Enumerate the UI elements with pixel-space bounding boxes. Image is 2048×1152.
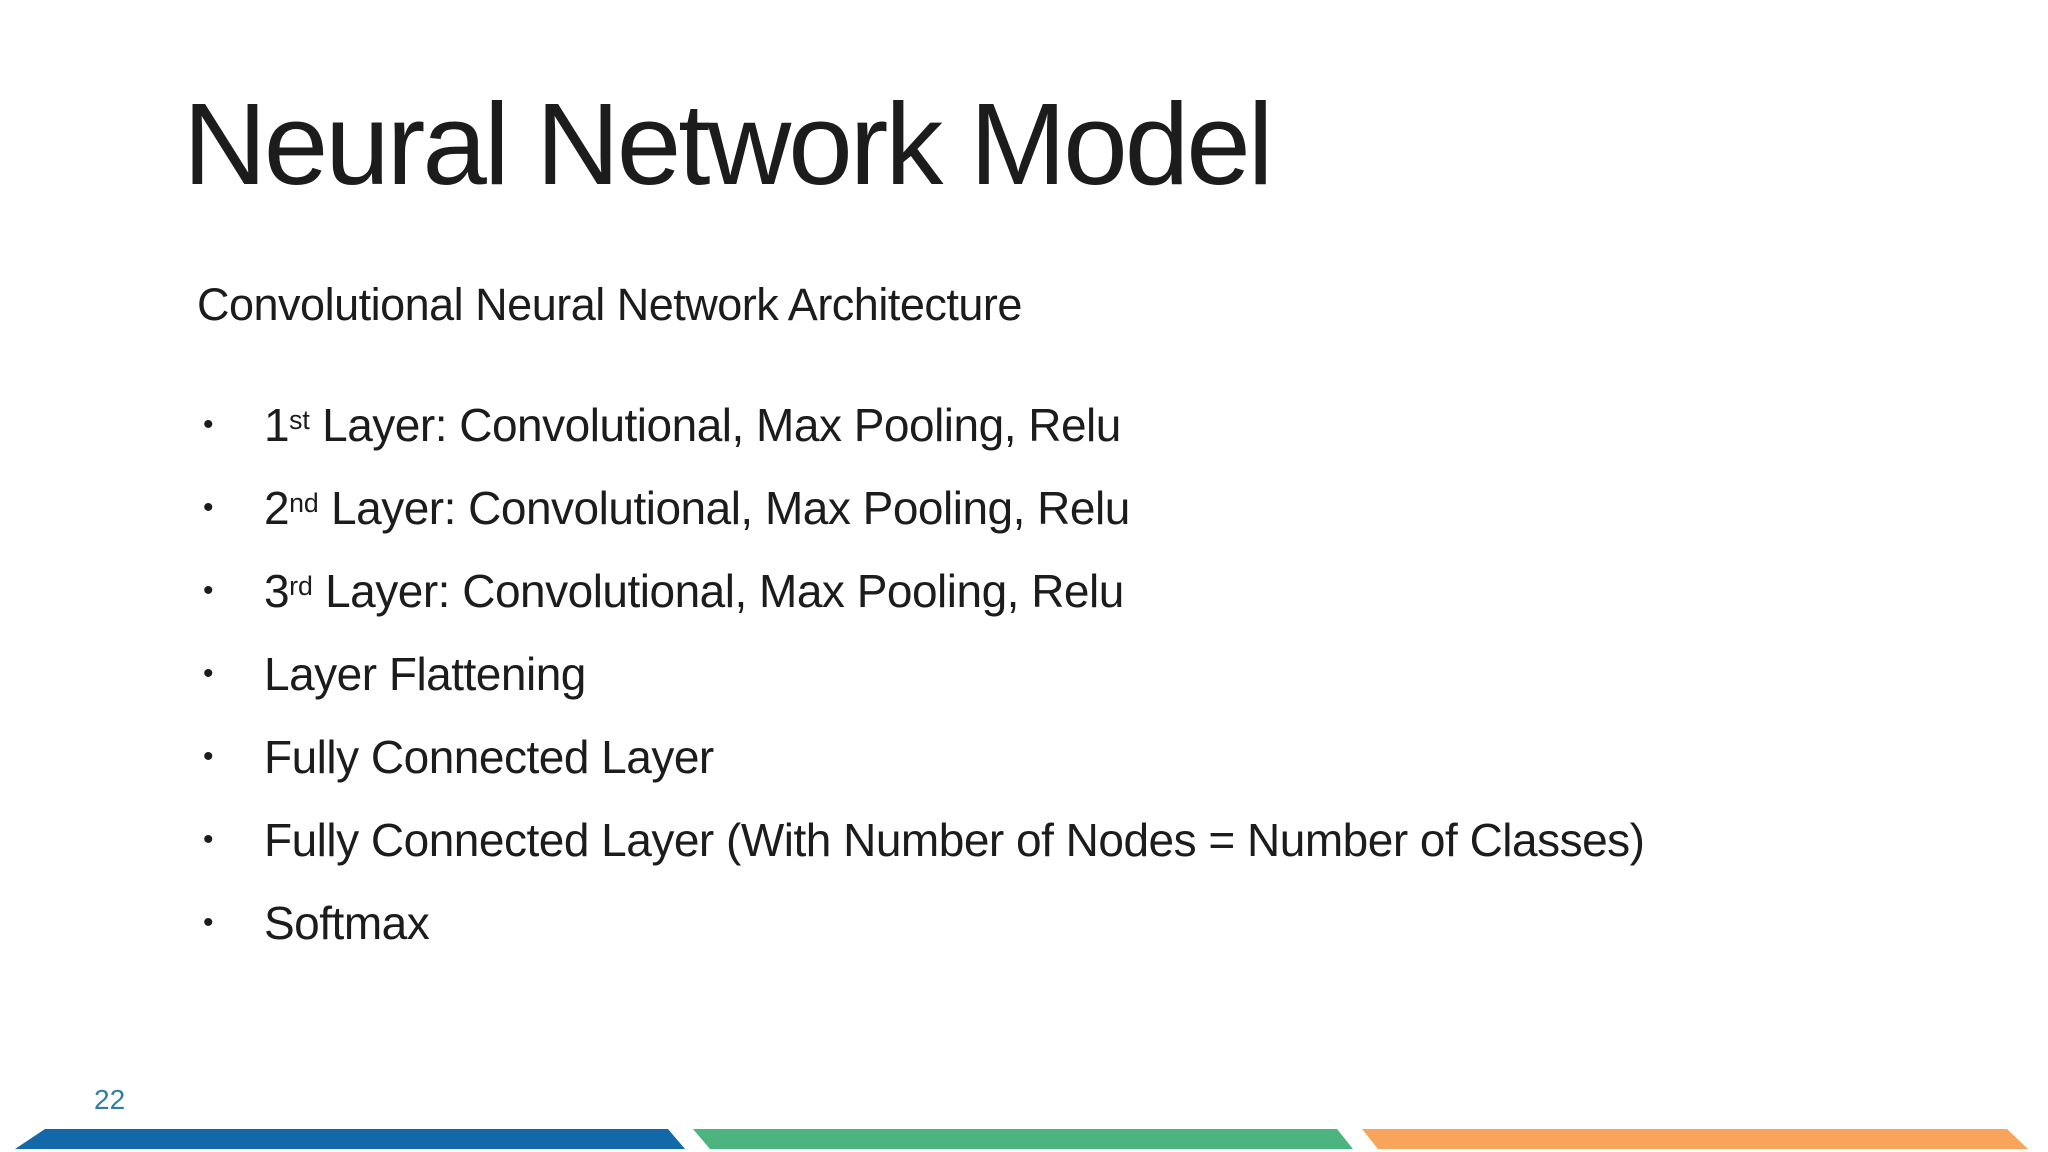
page-title: Neural Network Model: [183, 79, 1274, 209]
slide-subtitle: Convolutional Neural Network Architectur…: [197, 279, 1022, 330]
bullet-icon: •: [203, 739, 214, 773]
footer-segment-green: [693, 1129, 1353, 1149]
bullet-icon: •: [203, 822, 214, 856]
footer-segment-orange: [1362, 1129, 2028, 1149]
bullet-icon: •: [203, 573, 214, 607]
bullet-list: • 1st Layer: Convolutional, Max Pooling, …: [203, 383, 1645, 964]
bullet-text: 2nd Layer: Convolutional, Max Pooling, R…: [264, 481, 1130, 534]
bullet-icon: •: [203, 656, 214, 690]
bullet-text: Fully Connected Layer: [264, 730, 714, 783]
list-item: • 2nd Layer: Convolutional, Max Pooling, …: [203, 466, 1645, 549]
bullet-text: Layer Flattening: [264, 647, 586, 700]
list-item: • Fully Connected Layer (With Number of N…: [203, 798, 1645, 881]
page-number: 22: [94, 1084, 126, 1115]
list-item: • Fully Connected Layer: [203, 715, 1645, 798]
list-item: • Softmax: [203, 881, 1645, 964]
bullet-text: Softmax: [264, 896, 430, 949]
bullet-text: Fully Connected Layer (With Number of No…: [264, 813, 1645, 866]
footer-segment-blue: [15, 1129, 685, 1149]
footer-bar: [0, 1129, 2048, 1149]
bullet-text: 1st Layer: Convolutional, Max Pooling, R…: [264, 398, 1121, 451]
bullet-icon: •: [203, 490, 214, 524]
list-item: • 3rd Layer: Convolutional, Max Pooling, …: [203, 549, 1645, 632]
bullet-icon: •: [203, 905, 214, 939]
bullet-icon: •: [203, 407, 214, 441]
list-item: • 1st Layer: Convolutional, Max Pooling, …: [203, 383, 1645, 466]
list-item: • Layer Flattening: [203, 632, 1645, 715]
bullet-text: 3rd Layer: Convolutional, Max Pooling, R…: [264, 564, 1124, 617]
